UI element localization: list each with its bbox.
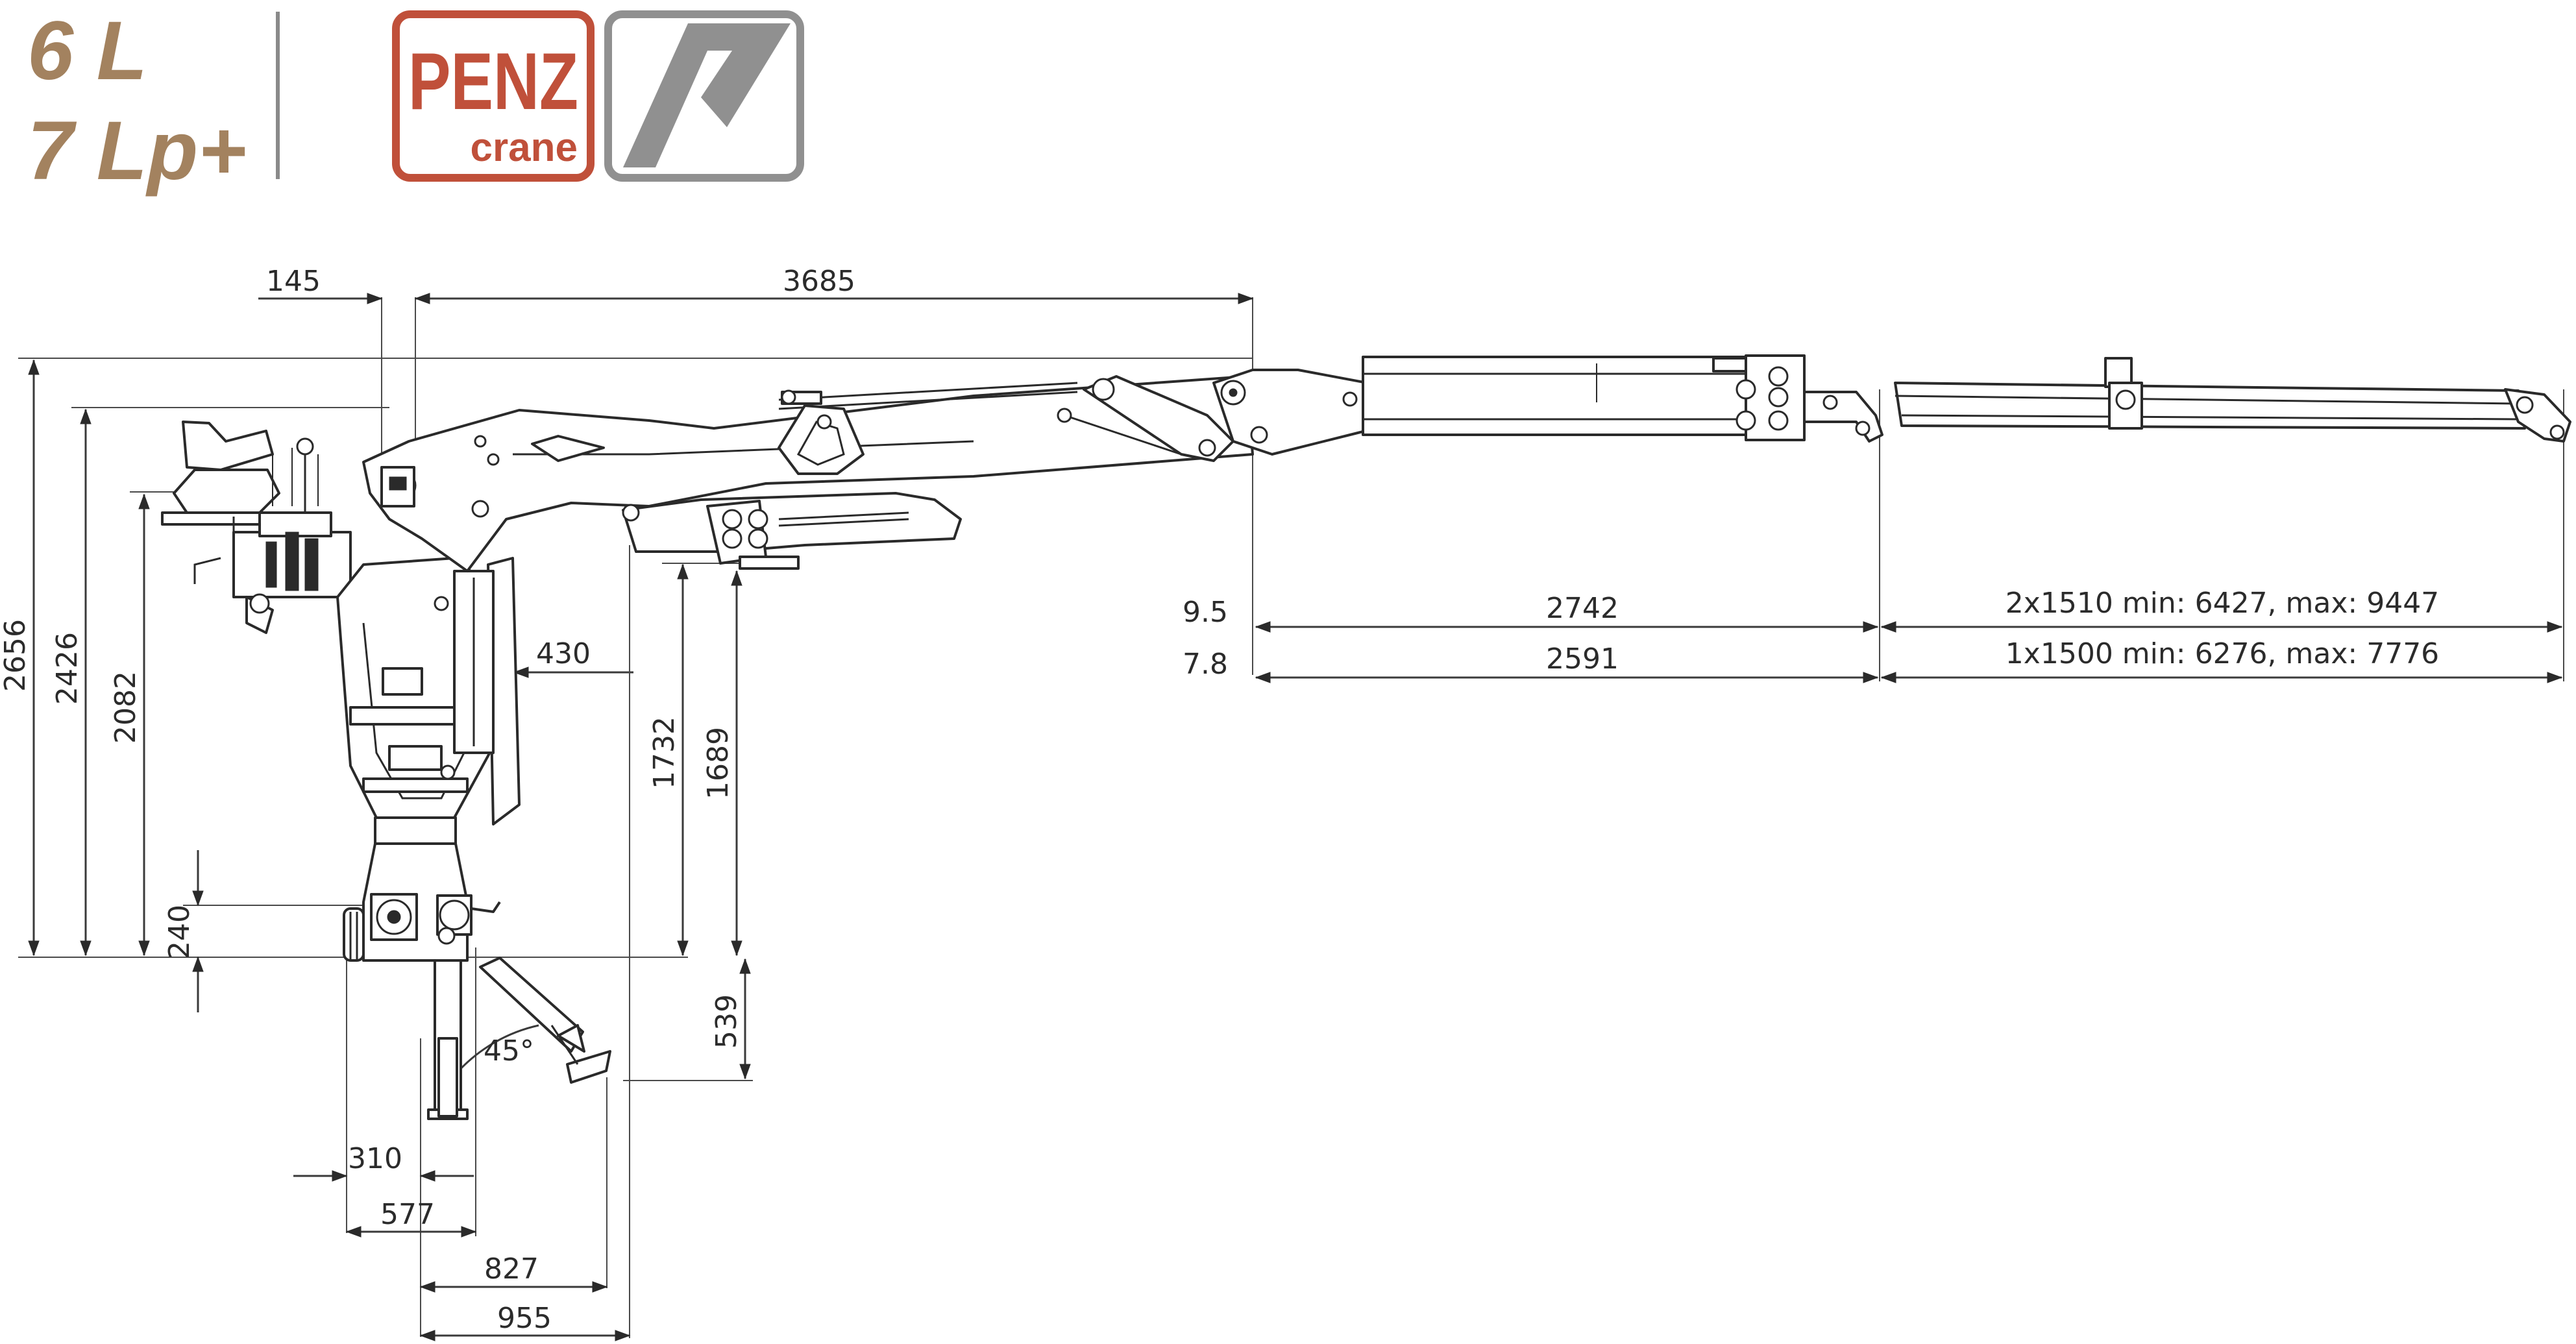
dim-3685: 3685	[783, 265, 855, 298]
dim-2082: 2082	[109, 671, 142, 744]
dim-ext-a: 9.5	[1183, 596, 1228, 629]
dim-2426: 2426	[51, 632, 84, 705]
dim-ext-b: 7.8	[1183, 648, 1228, 681]
penz-crane-logo: PENZ crane	[392, 10, 595, 182]
crane-illustration	[161, 354, 2571, 1120]
penz-emblem-icon	[604, 10, 804, 182]
dim-angle-45: 45°	[484, 1034, 534, 1068]
main-boom	[362, 375, 1254, 572]
dim-1732: 1732	[648, 716, 681, 789]
model-header: 6 L 7 Lp+	[27, 5, 280, 197]
dim-1689: 1689	[702, 727, 735, 800]
model-6l: 6 L	[27, 5, 147, 97]
dimension-labels: 145 3685 430 2656 2426 2082 240 1732 168…	[0, 265, 2439, 1335]
dim-2742: 2742	[1546, 592, 1619, 625]
dim-430: 430	[536, 637, 591, 670]
dim-240: 240	[163, 905, 196, 959]
dimension-lines	[18, 293, 2564, 1341]
model-7lp: 7 Lp+	[27, 104, 247, 197]
dim-539: 539	[710, 994, 743, 1049]
boom-extension	[1894, 357, 2571, 443]
dim-955: 955	[497, 1302, 552, 1335]
dim-ext-b-range: 1x1500 min: 6276, max: 7776	[2006, 637, 2439, 670]
crane-base	[343, 842, 611, 1120]
dim-ext-a-range: 2x1510 min: 6427, max: 9447	[2006, 587, 2439, 620]
outer-jib	[1212, 354, 1883, 456]
crane-column	[336, 557, 521, 845]
dim-2656: 2656	[0, 619, 32, 692]
dim-310: 310	[348, 1142, 402, 1175]
dim-577: 577	[380, 1198, 435, 1231]
dim-2591: 2591	[1546, 642, 1619, 676]
logo-frame	[392, 10, 595, 182]
control-valve-block	[193, 448, 352, 634]
logo-penz-text: PENZ	[408, 37, 578, 127]
dim-827: 827	[484, 1252, 539, 1286]
logo-crane-text: crane	[471, 125, 578, 170]
dim-145: 145	[266, 265, 321, 298]
